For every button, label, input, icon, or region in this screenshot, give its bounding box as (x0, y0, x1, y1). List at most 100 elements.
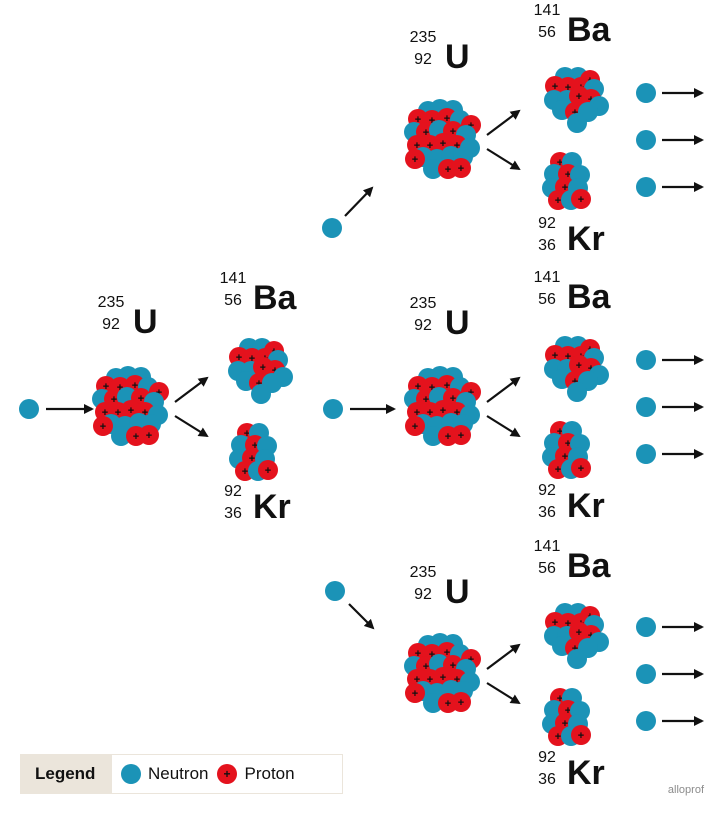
proton-sign: + (415, 648, 421, 660)
proton-sign: + (454, 407, 460, 419)
proton-sign: + (117, 382, 123, 394)
proton-sign: + (156, 387, 162, 399)
proton-sign: + (565, 351, 571, 363)
legend-item-proton: + Proton (216, 763, 295, 785)
proton-sign: + (415, 114, 421, 126)
legend-neutron-label: Neutron (148, 764, 209, 783)
proton-sign: + (578, 730, 584, 742)
proton-sign: + (414, 407, 420, 419)
proton-sign: + (440, 405, 446, 417)
barium-label-bottom-atomic-number: 56 (538, 560, 556, 577)
proton-sign: + (429, 115, 435, 127)
proton-sign: + (100, 421, 106, 433)
barium-nucleus-gen1: +++++++ (228, 338, 293, 404)
free-neutrons-layer (19, 83, 656, 731)
proton-sign: + (429, 649, 435, 661)
proton-sign: + (552, 81, 558, 93)
reaction-arrow (486, 415, 521, 438)
proton-sign: + (444, 380, 450, 392)
proton-sign: + (555, 731, 561, 743)
uranium-nucleus-bottom: +++++++++++++ (404, 633, 481, 713)
proton-sign: + (414, 140, 420, 152)
proton-sign: + (562, 718, 568, 730)
proton-sign: + (256, 378, 262, 390)
proton-sign: + (445, 164, 451, 176)
uranium-nucleus-middle: +++++++++++++ (404, 366, 481, 446)
uranium-label-top-symbol: U (445, 38, 470, 76)
proton-sign: + (427, 674, 433, 686)
krypton-label-gen1-symbol: Kr (253, 488, 291, 526)
reaction-arrow (174, 376, 209, 403)
proton-sign: + (572, 376, 578, 388)
proton-sign: + (260, 362, 266, 374)
proton-sign: + (242, 466, 248, 478)
reaction-arrow (348, 603, 375, 630)
reaction-arrow (486, 148, 521, 171)
proton-legend-icon: + (217, 764, 238, 784)
barium-nucleus-top: +++++++ (544, 67, 609, 133)
barium-label-gen1-symbol: Ba (253, 279, 298, 317)
legend: Legend Neutron + Proton (20, 754, 343, 794)
proton-sign: + (427, 140, 433, 152)
uranium-label-gen1-atomic-number: 92 (102, 316, 120, 333)
proton-sign: + (562, 182, 568, 194)
krypton-label-bottom-mass-number: 92 (538, 749, 556, 766)
proton-sign: + (115, 407, 121, 419)
neutron-legend-icon (121, 764, 141, 784)
proton (571, 458, 591, 478)
krypton-label-top-symbol: Kr (567, 220, 605, 258)
uranium-nucleus-gen1: +++++++++++++ (92, 366, 169, 446)
proton (451, 692, 471, 712)
proton-sign: + (562, 451, 568, 463)
proton (571, 725, 591, 745)
free-neutron (636, 444, 656, 464)
krypton-label-top-atomic-number: 36 (538, 237, 556, 254)
free-neutron (19, 399, 39, 419)
proton-sign: + (552, 617, 558, 629)
legend-proton-label: Proton (244, 764, 295, 783)
proton (451, 158, 471, 178)
proton-sign: + (138, 393, 144, 405)
proton-sign: + (565, 705, 571, 717)
uranium-label-middle-symbol: U (445, 304, 470, 342)
proton-sign: + (576, 91, 582, 103)
free-neutron (636, 664, 656, 684)
free-neutron (636, 177, 656, 197)
uranium-label-middle-mass-number: 235 (410, 295, 437, 312)
proton-sign: + (565, 438, 571, 450)
proton-sign: + (132, 380, 138, 392)
proton-sign: + (146, 430, 152, 442)
proton-sign: + (244, 428, 250, 440)
proton-sign: + (454, 140, 460, 152)
alloprof-watermark: alloprof (667, 784, 704, 796)
krypton-label-middle-symbol: Kr (567, 487, 605, 525)
barium-label-bottom-mass-number: 141 (534, 538, 561, 555)
reaction-arrow (486, 376, 521, 403)
krypton-label-gen1-atomic-number: 36 (224, 505, 242, 522)
proton-sign: + (142, 407, 148, 419)
proton-sign: + (412, 154, 418, 166)
proton-sign: + (414, 674, 420, 686)
neutron (423, 159, 443, 179)
proton-sign: + (552, 350, 558, 362)
barium-label-middle-atomic-number: 56 (538, 291, 556, 308)
proton-sign: + (557, 157, 563, 169)
proton-sign: + (468, 387, 474, 399)
krypton-nucleus-top: +++++ (542, 152, 591, 210)
proton-sign: + (249, 453, 255, 465)
uranium-label-top-atomic-number: 92 (414, 51, 432, 68)
krypton-nucleus-bottom: +++++ (542, 688, 591, 746)
uranium-label-gen1-mass-number: 235 (98, 294, 125, 311)
barium-label-top-mass-number: 141 (534, 2, 561, 19)
krypton-label-middle-mass-number: 92 (538, 482, 556, 499)
free-neutron (636, 130, 656, 150)
free-neutron (636, 617, 656, 637)
proton-sign: + (423, 394, 429, 406)
